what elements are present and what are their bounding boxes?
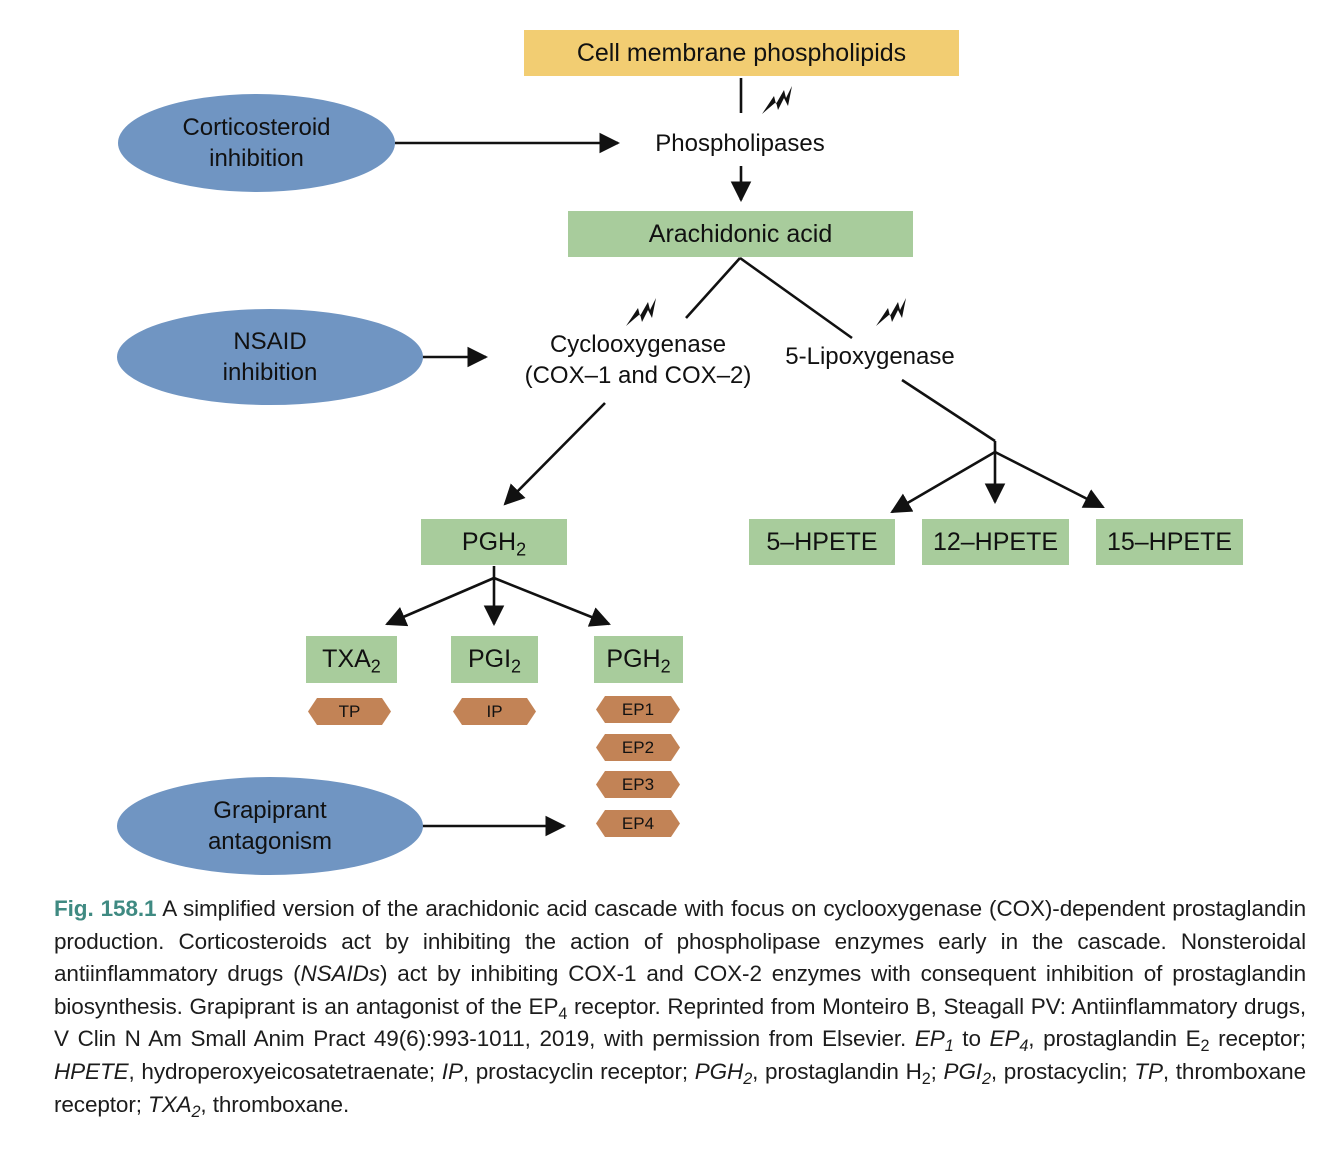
- grapiprant-line2: antagonism: [207, 828, 333, 855]
- arachidonic-to-lox-line: [739, 256, 853, 340]
- txa2-label: TXA2: [322, 645, 381, 677]
- diagram-connectors: [385, 78, 1105, 837]
- lightning-icon: [876, 298, 906, 326]
- hpete5-label: 5–HPETE: [766, 527, 878, 556]
- hpete15-label: 15–HPETE: [1106, 527, 1233, 556]
- pgh2b-node: PGH2: [594, 636, 683, 683]
- pgh2-label: PGH2: [461, 527, 527, 559]
- receptor-ip: IP: [453, 698, 536, 725]
- phospholipases-label: Phospholipases: [655, 130, 825, 157]
- arachidonic-to-cox-line: [685, 257, 741, 319]
- grapiprant-antagonism-ellipse: Grapiprant antagonism: [117, 777, 423, 875]
- lightning-icon: [762, 86, 792, 114]
- nsaid-inhibition-ellipse: NSAID inhibition: [117, 309, 423, 405]
- lipoxygenase-label: 5-Lipoxygenase: [785, 343, 955, 370]
- pgh2-node: PGH2: [421, 519, 567, 565]
- hpete15-node: 15–HPETE: [1096, 519, 1243, 565]
- corticosteroid-line1: Corticosteroid: [182, 114, 331, 141]
- nsaid-line2: inhibition: [222, 359, 318, 386]
- receptor-ep3: EP3: [596, 771, 680, 798]
- cyclooxygenase-line1: Cyclooxygenase: [549, 331, 727, 358]
- hpete5-node: 5–HPETE: [749, 519, 895, 565]
- figure-label: Fig. 158.1: [54, 896, 157, 921]
- txa2-node: TXA2: [306, 636, 397, 683]
- figure-caption: Fig. 158.1 A simplified version of the a…: [54, 896, 1307, 1121]
- corticosteroid-line2: inhibition: [209, 145, 304, 172]
- cox-to-pgh2-arrow: [503, 402, 606, 506]
- corticosteroid-inhibition-ellipse: Corticosteroid inhibition: [118, 94, 395, 192]
- cyclooxygenase-line2: (COX–1 and COX–2): [524, 362, 752, 389]
- to-pgh2b-arrow: [493, 576, 611, 627]
- hpete12-node: 12–HPETE: [922, 519, 1069, 565]
- receptor-tp: TP: [308, 698, 391, 725]
- nsaid-line1: NSAID: [233, 328, 307, 355]
- cell-membrane-label: Cell membrane phospholipids: [576, 38, 907, 67]
- lightning-icon: [626, 298, 656, 326]
- cell-membrane-node: Cell membrane phospholipids: [524, 30, 959, 76]
- receptor-ep2: EP2: [596, 734, 680, 761]
- to-5hpete-arrow: [890, 450, 996, 514]
- lox-to-branch-line: [901, 378, 996, 443]
- hpete12-label: 12–HPETE: [932, 527, 1059, 556]
- pgh2b-label: PGH2: [606, 645, 671, 677]
- pgi2-node: PGI2: [451, 636, 538, 683]
- cyclooxygenase-label: Cyclooxygenase (COX–1 and COX–2): [508, 329, 768, 391]
- to-txa2-arrow: [385, 576, 495, 627]
- arachidonic-acid-label: Arachidonic acid: [648, 219, 833, 248]
- to-15hpete-arrow: [994, 450, 1105, 509]
- pgi2-label: PGI2: [467, 645, 522, 677]
- grapiprant-line1: Grapiprant: [213, 797, 327, 824]
- arachidonic-acid-node: Arachidonic acid: [568, 211, 913, 257]
- receptor-ep4: EP4: [596, 810, 680, 837]
- receptor-ep1: EP1: [596, 696, 680, 723]
